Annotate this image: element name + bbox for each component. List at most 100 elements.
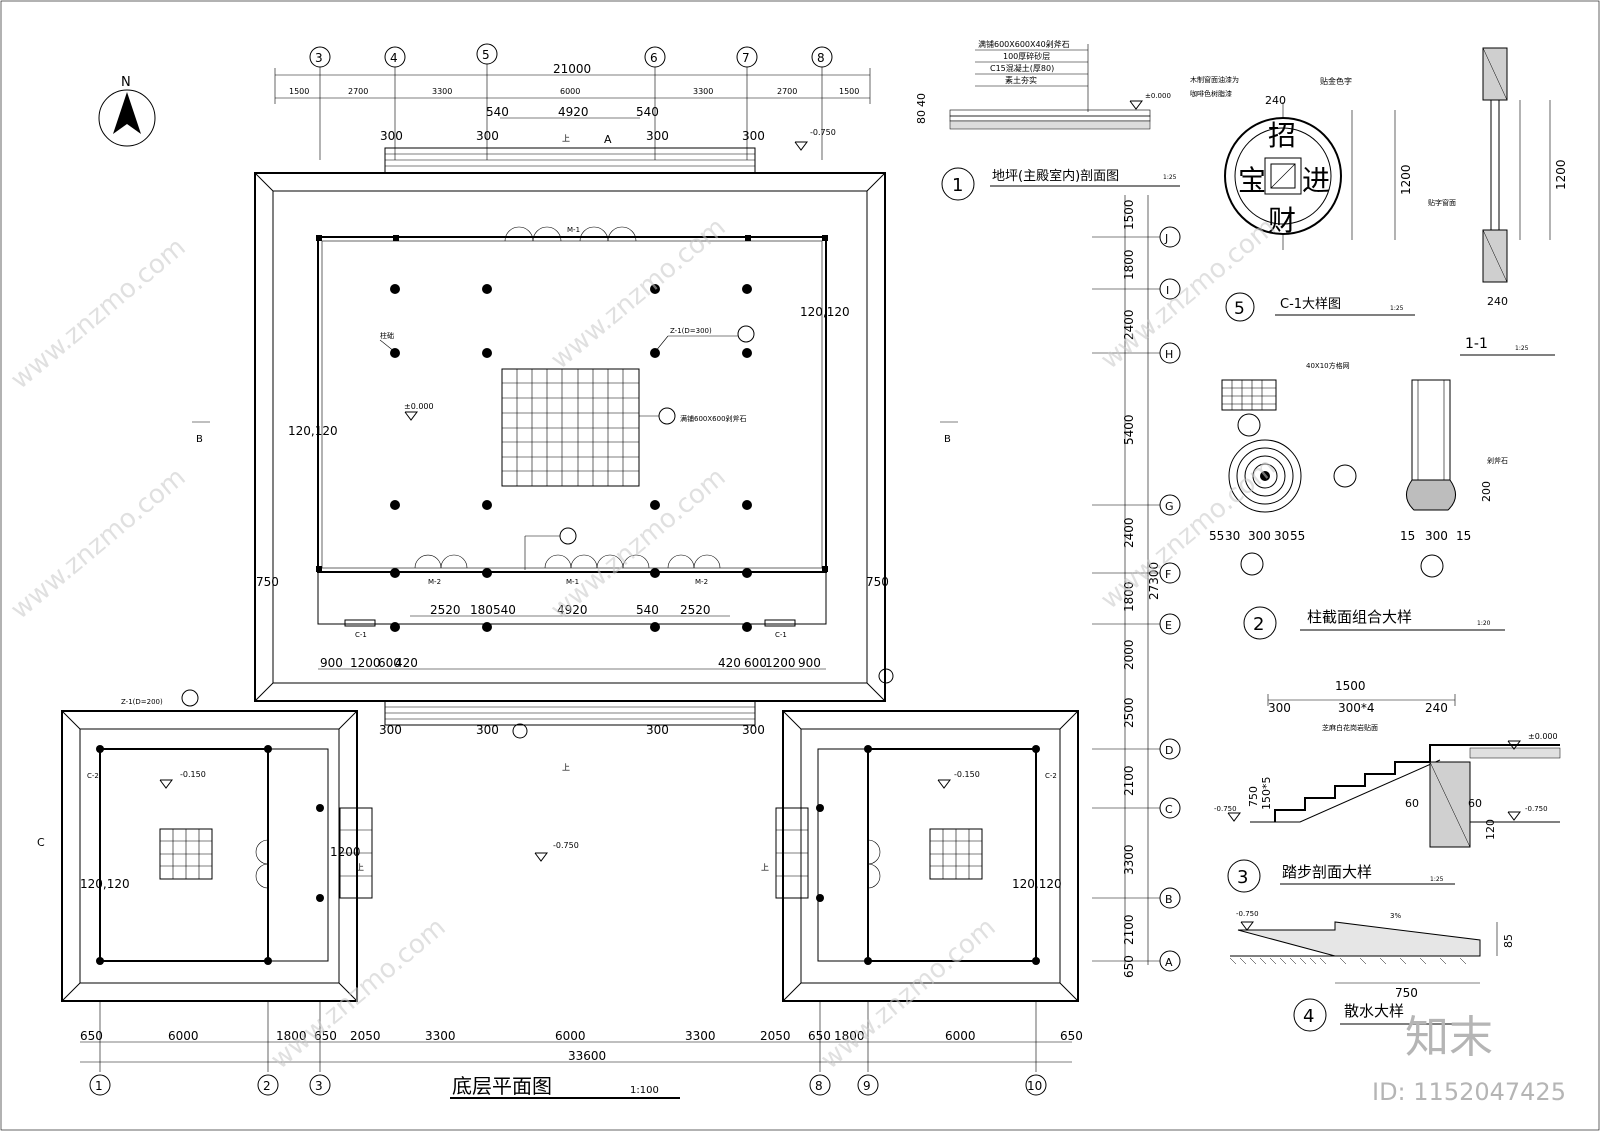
dim-top-4: 6000	[560, 87, 580, 96]
door-m1-label: M-1	[567, 226, 580, 234]
d4-dim-2: 85	[1502, 934, 1515, 948]
d5-char-3: 进	[1302, 164, 1330, 197]
doors-front	[414, 554, 721, 569]
dim-bottom-2: 6000	[168, 1029, 199, 1043]
axis-g: G	[1165, 500, 1174, 513]
column-tag-left: Z-1(D=200)	[121, 698, 163, 706]
watermark-id: ID: 1152047425	[1372, 1078, 1566, 1106]
dim-right-5: 2400	[1122, 517, 1136, 548]
d5-num: 5	[1234, 299, 1245, 319]
dim-top-3: 3300	[432, 87, 452, 96]
axis-3-bottom: 3	[315, 1079, 323, 1093]
detail-3-steps	[1227, 694, 1561, 848]
d3-dim-8: 60	[1468, 797, 1482, 810]
axis-3-top: 3	[315, 51, 323, 65]
d3-dim-6: 150*5	[1260, 777, 1273, 811]
right-axis-column: J I H G F E D C B A	[1092, 195, 1181, 972]
d11-dim-2: 240	[1487, 295, 1508, 308]
d5-char-1: 招	[1268, 119, 1296, 152]
detail-1-1-section	[1482, 47, 1551, 283]
dim-right-12: 650	[1122, 955, 1136, 978]
d5-scale: 1:25	[1390, 305, 1404, 312]
d2-dim-8: 15	[1456, 529, 1471, 543]
axis-4-top: 4	[390, 51, 398, 65]
detail-5-window	[1224, 102, 1396, 250]
north-label: N	[121, 75, 131, 90]
stair-up-bottom: 上	[562, 763, 570, 772]
axis-1-bottom: 1	[95, 1079, 103, 1093]
stair-up-left: 上	[356, 863, 364, 872]
dim-top2-2: 4920	[558, 105, 589, 119]
dim-bottom-10: 650	[808, 1029, 831, 1043]
dim-bottom-total: 33600	[568, 1049, 606, 1063]
d11-scale: 1:25	[1515, 345, 1529, 352]
dim-right-3: 2400	[1122, 309, 1136, 340]
dim-low-2: 1200	[350, 656, 381, 670]
d2-bubble	[1243, 606, 1277, 640]
watermark-site-6: www.znzmo.com	[265, 912, 451, 1075]
right-side-hall: -0.150 120,120 上 C-2	[761, 710, 1079, 1002]
window-c2-right-hall: C-2	[1045, 772, 1057, 780]
section-b-left: B	[196, 434, 203, 445]
d11-dim-1: 1200	[1554, 159, 1568, 190]
dim-mid-6: 2520	[680, 603, 711, 617]
dim-bottom-8: 3300	[685, 1029, 716, 1043]
dim-bottom-3: 1800	[276, 1029, 307, 1043]
d2-title: 柱截面组合大样	[1307, 608, 1412, 626]
dim-top-total: 21000	[553, 62, 591, 76]
main-hall: M-1 M-1 M-2 M-2 C-1 C-1 ±0.000 柱础 Z-1(D=…	[192, 134, 958, 772]
section-c-label: C	[37, 836, 45, 849]
dim-bottom-step-2: 300	[476, 723, 499, 737]
dim-right-11: 2100	[1122, 914, 1136, 945]
column-tag: 柱础	[380, 331, 394, 340]
dim-left-hall-1200: 1200	[330, 845, 361, 859]
d1-scale: 1:25	[1163, 174, 1177, 181]
dim-low-7: 1200	[765, 656, 796, 670]
d2-num: 2	[1253, 614, 1264, 635]
section-b-right: B	[944, 434, 951, 445]
d4-bubble	[1293, 998, 1327, 1032]
dim-bottom-5: 2050	[350, 1029, 381, 1043]
d2-dim-6: 15	[1400, 529, 1415, 543]
d4-elev: -0.750	[1236, 910, 1259, 918]
d2-dim-3: 300	[1248, 529, 1271, 543]
d3-elev-2: -0.750	[1214, 805, 1237, 813]
dim-right-7: 2000	[1122, 639, 1136, 670]
d1-elev: ±0.000	[1145, 92, 1171, 100]
d1-dim-1: 80	[915, 110, 928, 124]
dim-right-wall: 120,120	[800, 305, 850, 319]
axis-c: C	[1165, 803, 1173, 816]
d11-title: 1-1	[1465, 336, 1488, 352]
d3-note: 芝麻白花岗岩贴面	[1322, 723, 1378, 732]
dim-bottom-step-4: 300	[742, 723, 765, 737]
d4-slope: 3%	[1390, 912, 1401, 920]
axis-6-top: 6	[650, 51, 658, 65]
d2-dim-4: 30	[1274, 529, 1289, 543]
dim-bottom-6: 3300	[425, 1029, 456, 1043]
elev-yard: -0.750	[553, 841, 579, 850]
axis-h: H	[1165, 348, 1173, 361]
d11-note: 贴字窗面	[1428, 198, 1456, 207]
dim-bottom-step-1: 300	[379, 723, 402, 737]
dim-left-hall-wall: 120,120	[80, 877, 130, 891]
d1-bubble	[941, 167, 975, 201]
section-a-label: A	[604, 133, 612, 146]
detail-4-apron	[1229, 921, 1498, 984]
axis-10-bottom: 10	[1027, 1079, 1042, 1093]
door-m2-label-left: M-2	[428, 578, 441, 586]
d1-dim-2: 40	[915, 93, 928, 107]
d1-layer-1: 满铺600X600X40剁斧石	[978, 39, 1070, 49]
d5-title: C-1大样图	[1280, 297, 1341, 312]
axis-a: A	[1165, 956, 1173, 969]
d1-layer-4: 素土夯实	[1005, 75, 1037, 85]
dim-top-1: 1500	[289, 87, 309, 96]
dim-top3-3: 300	[646, 129, 669, 143]
dim-bottom-9: 2050	[760, 1029, 791, 1043]
dim-bottom-step-3: 300	[646, 723, 669, 737]
watermark-layer: www.znzmo.com www.znzmo.com www.znzmo.co…	[5, 212, 1281, 1075]
d3-elev-1: ±0.000	[1528, 732, 1558, 741]
d3-dim-3: 300*4	[1338, 701, 1375, 715]
dim-right-4: 5400	[1122, 414, 1136, 445]
d5-bubble	[1225, 292, 1255, 322]
floor-grid	[501, 368, 640, 487]
